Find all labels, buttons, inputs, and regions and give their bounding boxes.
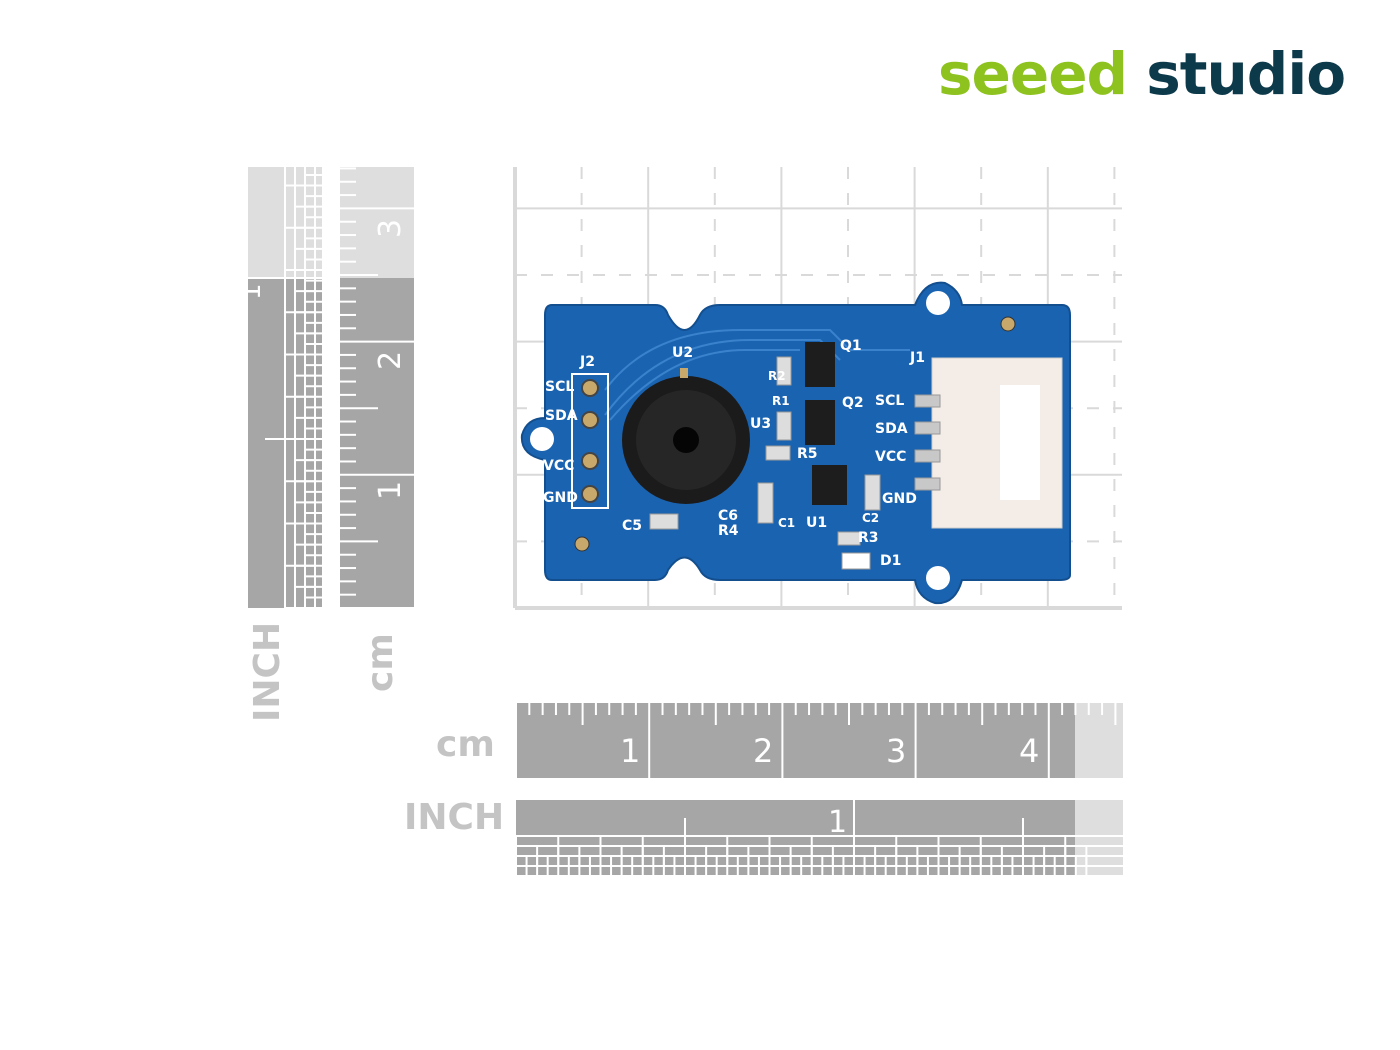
silk-c2: C2 (862, 511, 879, 525)
grove-pcb-board: J2 U2 Q1 Q2 R2 R1 U3 R5 J1 C1 C2 U1 R3 D… (520, 281, 1071, 605)
silk-c5: C5 (622, 518, 642, 534)
horizontal-inch-number: 1 (828, 805, 847, 840)
silk-left-vcc: VCC (543, 458, 574, 474)
silk-j2: J2 (579, 354, 595, 370)
silk-q1: Q1 (840, 338, 862, 354)
silk-j1: J1 (909, 350, 925, 366)
horizontal-cm-number-3: 3 (886, 732, 906, 770)
vertical-cm-number-2: 2 (373, 351, 408, 370)
silk-r5: R5 (797, 446, 818, 462)
silk-r1: R1 (772, 394, 790, 408)
logo-studio: studio (1146, 40, 1346, 108)
silk-r3: R3 (858, 530, 879, 546)
horizontal-cm-number-4: 4 (1019, 732, 1039, 770)
silk-r4: R4 (718, 523, 739, 539)
silk-right-vcc: VCC (875, 449, 906, 465)
silk-q2: Q2 (842, 395, 864, 411)
vertical-cm-ruler: 1 2 3 (340, 167, 414, 609)
horizontal-cm-ruler: 1 2 3 4 (515, 703, 1123, 778)
vertical-inch-ruler: 1 (237, 142, 325, 609)
silk-c6: C6 (718, 508, 738, 524)
silk-left-sda: SDA (545, 408, 578, 424)
silk-u1: U1 (806, 515, 827, 531)
silk-d1: D1 (880, 553, 901, 569)
vertical-cm-number-3: 3 (373, 219, 408, 238)
horizontal-cm-number-2: 2 (753, 732, 773, 770)
silk-right-sda: SDA (875, 421, 908, 437)
silk-right-scl: SCL (875, 393, 904, 409)
silk-right-gnd: GND (882, 491, 917, 507)
silk-u2: U2 (672, 345, 693, 361)
logo-seeed: seeed (938, 40, 1128, 108)
vertical-inch-label: INCH (247, 621, 288, 722)
horizontal-cm-label: cm (436, 724, 495, 765)
horizontal-cm-number-1: 1 (620, 732, 640, 770)
vertical-cm-label: cm (360, 633, 401, 692)
silk-c1: C1 (778, 516, 795, 530)
horizontal-inch-ruler: 1 (515, 800, 1123, 876)
vertical-inch-number: 1 (237, 283, 267, 300)
silk-left-gnd: GND (543, 490, 578, 506)
horizontal-inch-label: INCH (404, 797, 505, 838)
vertical-cm-number-1: 1 (373, 481, 408, 500)
silk-r2: R2 (768, 369, 786, 383)
seeed-studio-logo: seeed studio (938, 40, 1346, 108)
silk-u3: U3 (750, 416, 771, 432)
silk-left-scl: SCL (545, 379, 574, 395)
